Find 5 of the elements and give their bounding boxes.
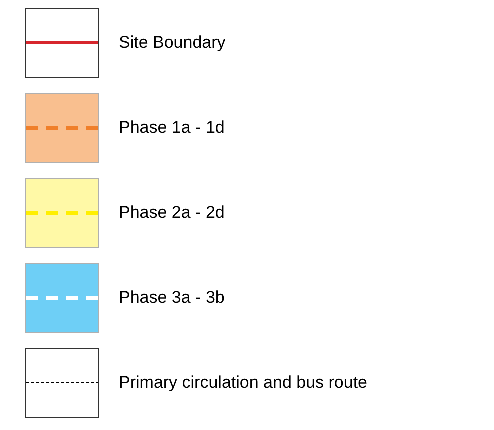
legend-label: Phase 2a - 2d	[119, 202, 225, 224]
legend-label: Primary circulation and bus route	[119, 372, 368, 394]
legend-label: Phase 3a - 3b	[119, 287, 225, 310]
legend-label: Site Boundary	[119, 32, 226, 54]
legend-label: Phase 1a - 1d	[119, 117, 225, 140]
